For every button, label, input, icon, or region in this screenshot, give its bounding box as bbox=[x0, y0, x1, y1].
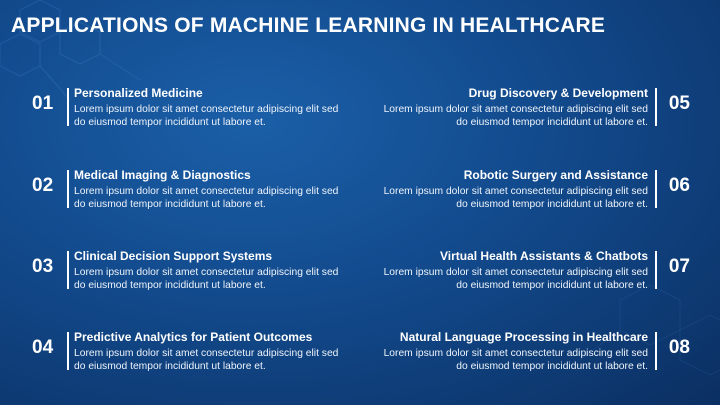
item-heading: Natural Language Processing in Healthcar… bbox=[399, 330, 648, 344]
divider bbox=[67, 170, 69, 208]
item-text: Natural Language Processing in Healthcar… bbox=[378, 330, 648, 373]
item-description: Lorem ipsum dolor sit amet consectetur a… bbox=[74, 267, 339, 291]
divider bbox=[655, 170, 657, 208]
item-description: Lorem ipsum dolor sit amet consectetur a… bbox=[74, 104, 339, 128]
list-item: 02 Medical Imaging & Diagnostics Lorem i… bbox=[32, 168, 372, 224]
list-item: 01 Personalized Medicine Lorem ipsum dol… bbox=[32, 86, 372, 142]
item-number: 05 bbox=[668, 93, 690, 114]
item-number: 02 bbox=[32, 175, 54, 196]
item-text: Personalized Medicine Lorem ipsum dolor … bbox=[74, 86, 344, 129]
item-description: Lorem ipsum dolor sit amet consectetur a… bbox=[383, 186, 648, 210]
divider bbox=[67, 251, 69, 289]
item-number: 08 bbox=[668, 337, 690, 358]
item-description: Lorem ipsum dolor sit amet consectetur a… bbox=[383, 267, 648, 291]
item-text: Virtual Health Assistants & Chatbots Lor… bbox=[378, 249, 648, 292]
divider bbox=[655, 88, 657, 126]
list-item: 03 Clinical Decision Support Systems Lor… bbox=[32, 249, 372, 305]
item-heading: Predictive Analytics for Patient Outcome… bbox=[74, 330, 313, 344]
divider bbox=[655, 332, 657, 370]
item-heading: Personalized Medicine bbox=[74, 86, 203, 100]
list-item: 05 Drug Discovery & Development Lorem ip… bbox=[350, 86, 690, 142]
item-text: Clinical Decision Support Systems Lorem … bbox=[74, 249, 344, 292]
page-title: APPLICATIONS OF MACHINE LEARNING IN HEAL… bbox=[11, 14, 606, 37]
item-description: Lorem ipsum dolor sit amet consectetur a… bbox=[383, 348, 648, 372]
item-text: Medical Imaging & Diagnostics Lorem ipsu… bbox=[74, 168, 344, 211]
item-number: 07 bbox=[668, 256, 690, 277]
list-item: 08 Natural Language Processing in Health… bbox=[350, 330, 690, 386]
item-heading: Virtual Health Assistants & Chatbots bbox=[439, 249, 648, 263]
list-item: 07 Virtual Health Assistants & Chatbots … bbox=[350, 249, 690, 305]
item-text: Drug Discovery & Development Lorem ipsum… bbox=[378, 86, 648, 129]
item-number: 01 bbox=[32, 93, 54, 114]
item-description: Lorem ipsum dolor sit amet consectetur a… bbox=[74, 186, 339, 210]
item-number: 06 bbox=[668, 175, 690, 196]
item-heading: Robotic Surgery and Assistance bbox=[463, 168, 648, 182]
item-heading: Clinical Decision Support Systems bbox=[74, 249, 273, 263]
item-number: 03 bbox=[32, 256, 54, 277]
list-item: 04 Predictive Analytics for Patient Outc… bbox=[32, 330, 372, 386]
item-description: Lorem ipsum dolor sit amet consectetur a… bbox=[383, 104, 648, 128]
item-text: Predictive Analytics for Patient Outcome… bbox=[74, 330, 344, 373]
divider bbox=[67, 332, 69, 370]
list-item: 06 Robotic Surgery and Assistance Lorem … bbox=[350, 168, 690, 224]
item-heading: Medical Imaging & Diagnostics bbox=[74, 168, 251, 182]
item-number: 04 bbox=[32, 337, 54, 358]
item-heading: Drug Discovery & Development bbox=[468, 86, 648, 100]
item-text: Robotic Surgery and Assistance Lorem ips… bbox=[378, 168, 648, 211]
divider bbox=[655, 251, 657, 289]
divider bbox=[67, 88, 69, 126]
item-description: Lorem ipsum dolor sit amet consectetur a… bbox=[74, 348, 339, 372]
